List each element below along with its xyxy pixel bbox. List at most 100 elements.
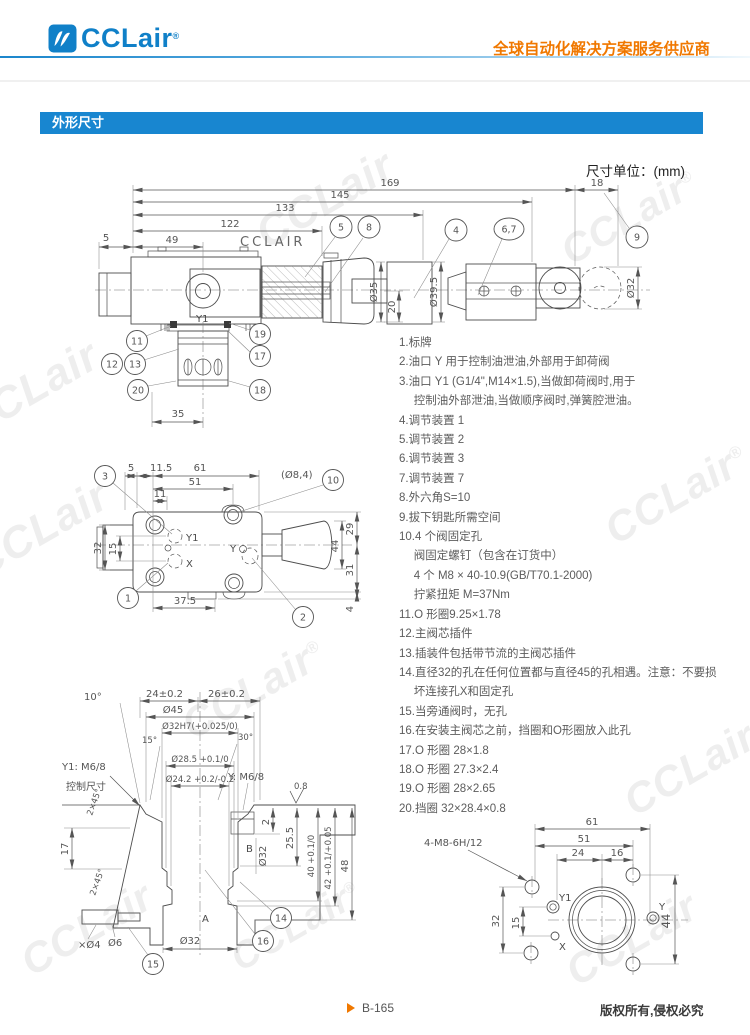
annotation-line: 12.主阀芯插件 (399, 628, 473, 641)
svg-text:40 +0.1/0: 40 +0.1/0 (307, 835, 317, 877)
brand-logo: CCLair® (48, 24, 180, 53)
svg-text:14: 14 (275, 914, 287, 925)
page-arrow-icon (347, 1003, 355, 1013)
svg-text:Ø35: Ø35 (368, 282, 380, 303)
svg-text:31: 31 (345, 564, 356, 577)
svg-text:2×45°: 2×45° (88, 868, 107, 897)
dimension-unit-label: 尺寸单位：(mm) (586, 164, 685, 179)
svg-text:35: 35 (172, 409, 185, 420)
annotation-list: 1.标牌 2.油口 Y 用于控制油泄油,外部用于卸荷阀 3.油口 Y1 (G1/4"… (399, 334, 747, 819)
svg-text:Ø24.2 +0.2/-0.2: Ø24.2 +0.2/-0.2 (166, 774, 234, 785)
svg-text:51: 51 (189, 477, 202, 488)
annotation-line: 15.当旁通阀时，无孔 (399, 705, 507, 718)
brand-name: CCLair® (81, 23, 180, 53)
annotation-line: 1.标牌 (399, 337, 432, 349)
side-view-drawing: Y1 CCLAIR Ø35 20 (95, 178, 650, 430)
body-brand-mark: CCLAIR (240, 235, 305, 250)
svg-text:20: 20 (387, 301, 398, 314)
svg-text:4: 4 (345, 606, 356, 612)
svg-text:11.5: 11.5 (150, 463, 172, 474)
page-number: B-165 (347, 1001, 394, 1015)
svg-text:145: 145 (330, 190, 349, 201)
svg-text:17: 17 (254, 352, 266, 363)
annotation-line: 阀固定螺钉（包含在订货中） (399, 550, 564, 563)
annotation-line: 8.外六角S=10 (399, 492, 471, 505)
annotation-line: 18.O 形圈 27.3×2.4 (399, 763, 499, 776)
svg-text:44: 44 (330, 540, 341, 553)
svg-text:Ø45: Ø45 (163, 704, 184, 716)
section-title-bar: 外形尺寸 (40, 112, 703, 134)
svg-text:16: 16 (257, 937, 269, 948)
svg-text:10: 10 (327, 476, 339, 487)
svg-text:Y1: Y1 (558, 893, 571, 904)
header-shadow-line (0, 80, 750, 82)
svg-text:8: 8 (366, 223, 372, 234)
section-view-drawing: B ×Ø4 Ø6 24±0.2 26±0.2 10° Ø45 Ø32H7(+0.… (60, 689, 356, 975)
svg-text:×Ø4: ×Ø4 (78, 939, 101, 951)
svg-text:X: X (186, 559, 193, 570)
svg-text:11: 11 (154, 489, 167, 500)
svg-text:12: 12 (106, 360, 118, 371)
svg-text:49: 49 (166, 235, 179, 246)
annotation-line: 7.调节装置 7 (399, 472, 465, 485)
svg-text:4-M8-6H/12: 4-M8-6H/12 (424, 838, 483, 849)
annotation-line: 20.挡圈 32×28.4×0.8 (399, 802, 506, 815)
svg-text:26±0.2: 26±0.2 (208, 689, 245, 700)
annotation-line: 2.油口 Y 用于控制油泄油,外部用于卸荷阀 (399, 356, 610, 369)
svg-text:61: 61 (194, 463, 207, 474)
svg-text:51: 51 (578, 834, 591, 845)
svg-text:Ø32H7(+0.025/0): Ø32H7(+0.025/0) (162, 721, 238, 732)
svg-text:4: 4 (453, 226, 459, 237)
svg-text:Y1: M6/8: Y1: M6/8 (61, 762, 106, 773)
annotation-line: 16.在安装主阀芯之前，挡圈和O形圈放入此孔 (399, 725, 631, 738)
svg-text:48: 48 (340, 860, 351, 873)
svg-text:15°: 15° (142, 736, 157, 746)
svg-text:18: 18 (254, 386, 266, 397)
svg-text:9: 9 (634, 233, 640, 244)
header-divider (0, 56, 750, 58)
svg-text:24±0.2: 24±0.2 (146, 689, 183, 700)
svg-text:25.5: 25.5 (285, 827, 296, 849)
svg-text:B: B (246, 844, 253, 855)
svg-text:133: 133 (275, 203, 294, 214)
svg-text:20: 20 (132, 386, 144, 397)
svg-text:X: X (559, 942, 566, 953)
svg-text:37.5: 37.5 (174, 596, 196, 607)
svg-text:32: 32 (491, 915, 502, 928)
svg-text:122: 122 (220, 219, 239, 230)
svg-text:24: 24 (572, 848, 585, 859)
mounting-face-drawing: Y1 X Y 4-M8-6H/12 61 51 24 16 32 15 (424, 817, 688, 975)
svg-text:Y1: Y1 (195, 314, 208, 325)
svg-text:11: 11 (131, 337, 143, 348)
svg-text:19: 19 (254, 330, 266, 341)
svg-text:Ø32: Ø32 (625, 278, 637, 299)
svg-text:6,7: 6,7 (501, 225, 516, 236)
svg-text:42 +0.1/+0.05: 42 +0.1/+0.05 (324, 826, 334, 889)
svg-text:169: 169 (380, 178, 399, 189)
copyright-notice: 版权所有,侵权必究 (600, 1004, 704, 1018)
svg-text:2: 2 (300, 613, 306, 624)
annotation-line: 17.O 形圈 28×1.8 (399, 744, 489, 757)
svg-text:16: 16 (611, 848, 624, 859)
annotation-line: 14.直径32的孔在任何位置都与直径45的孔相遇。注意：不要损 (399, 666, 717, 679)
annotation-line: 10.4 个阀固定孔 (399, 531, 483, 544)
svg-text:3: 3 (102, 472, 108, 483)
svg-text:29: 29 (345, 523, 356, 536)
svg-text:13: 13 (129, 360, 141, 371)
svg-text:(Ø8,4): (Ø8,4) (281, 469, 313, 481)
svg-text:Y: Y (229, 544, 237, 555)
annotation-line: 3.油口 Y1 (G1/4",M14×1.5),当做卸荷阀时,用于 (399, 375, 636, 388)
svg-text:Y: M6/8: Y: M6/8 (227, 772, 264, 783)
svg-text:Ø32: Ø32 (180, 935, 201, 947)
svg-text:2: 2 (261, 819, 272, 825)
svg-text:61: 61 (586, 817, 599, 828)
annotation-line: 控制油外部泄油,当做顺序阀时,弹簧腔泄油。 (399, 395, 639, 408)
svg-text:15: 15 (108, 543, 119, 556)
annotation-line: 4 个 M8 × 40-10.9(GB/T70.1-2000) (399, 569, 593, 582)
svg-text:Y1: Y1 (185, 533, 198, 544)
page-header: CCLair® 全球自动化解决方案服务供应商 (0, 0, 750, 90)
annotation-line: 13.插装件包括带节流的主阀芯插件 (399, 647, 576, 660)
svg-text:15: 15 (511, 917, 522, 930)
svg-text:5: 5 (103, 233, 109, 244)
